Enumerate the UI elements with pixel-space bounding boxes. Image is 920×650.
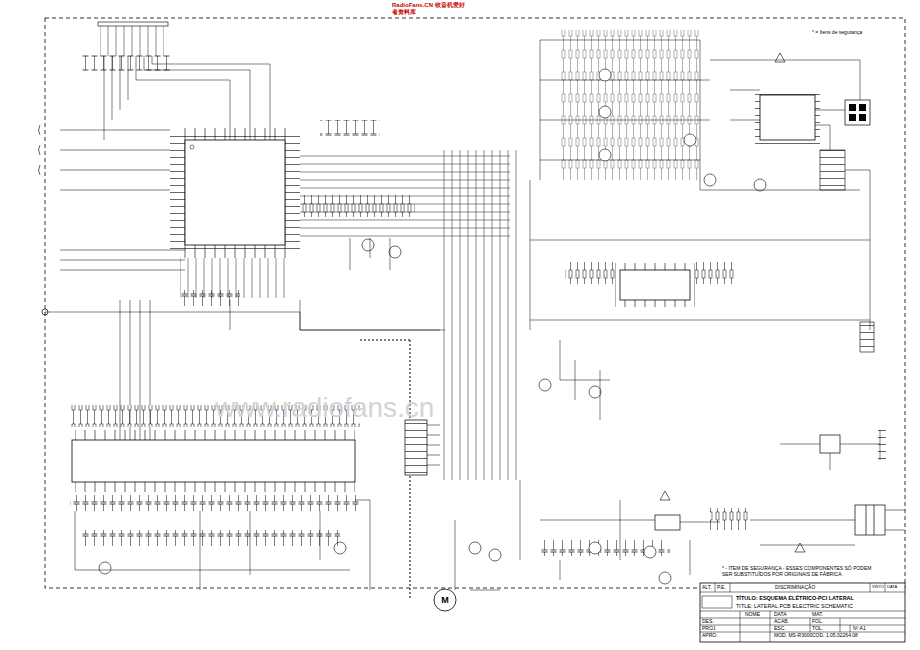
title-block-cell: VISTO bbox=[872, 585, 884, 590]
title-block-cell: TOL. bbox=[812, 626, 823, 632]
title-block-cell: DISCRIMINAÇÃO bbox=[775, 585, 815, 591]
title-block-cell: APRO. bbox=[702, 633, 718, 639]
title-block-cell: P.E. bbox=[717, 585, 726, 591]
title-block-cell: TÍTULO: ESQUEMA ELÉTRICO-PCI LATERAL bbox=[736, 595, 854, 601]
title-block-cell: DES. bbox=[702, 619, 714, 625]
title-block-cell: ACAB. bbox=[774, 619, 789, 625]
watermark: RadioFans.CN 收音机爱好者资料库 bbox=[392, 2, 468, 16]
title-block-cell: PROJ. bbox=[702, 626, 717, 632]
title-block-cell: DATA bbox=[887, 585, 897, 590]
title-block-cell: COD. 1.05.02264.08 bbox=[812, 633, 858, 639]
note: * - ITEM DE SEGURANÇA - ESSES COMPONENTE… bbox=[722, 566, 872, 578]
title-block-cell: ESC. bbox=[774, 626, 786, 632]
title-block-cell: Nº A1 bbox=[853, 626, 866, 632]
node-label: M bbox=[441, 595, 449, 605]
note: * = Itens de segurança bbox=[812, 30, 862, 36]
title-block-cell: NOME bbox=[745, 612, 760, 618]
title-block-cell: MAT. bbox=[812, 612, 823, 618]
title-block-cell: DATA bbox=[774, 612, 787, 618]
title-block-cell: MOD. MS-R3000 bbox=[774, 633, 812, 639]
title-block-cell: FOL. bbox=[812, 619, 823, 625]
title-block-cell: ALT. bbox=[702, 585, 712, 591]
watermark: www.radiofans.cn bbox=[215, 392, 434, 424]
motor-symbol: M bbox=[433, 588, 457, 612]
title-block-cell: TITLE: LATERAL PCB ELECTRIC SCHEMATIC bbox=[736, 603, 853, 609]
